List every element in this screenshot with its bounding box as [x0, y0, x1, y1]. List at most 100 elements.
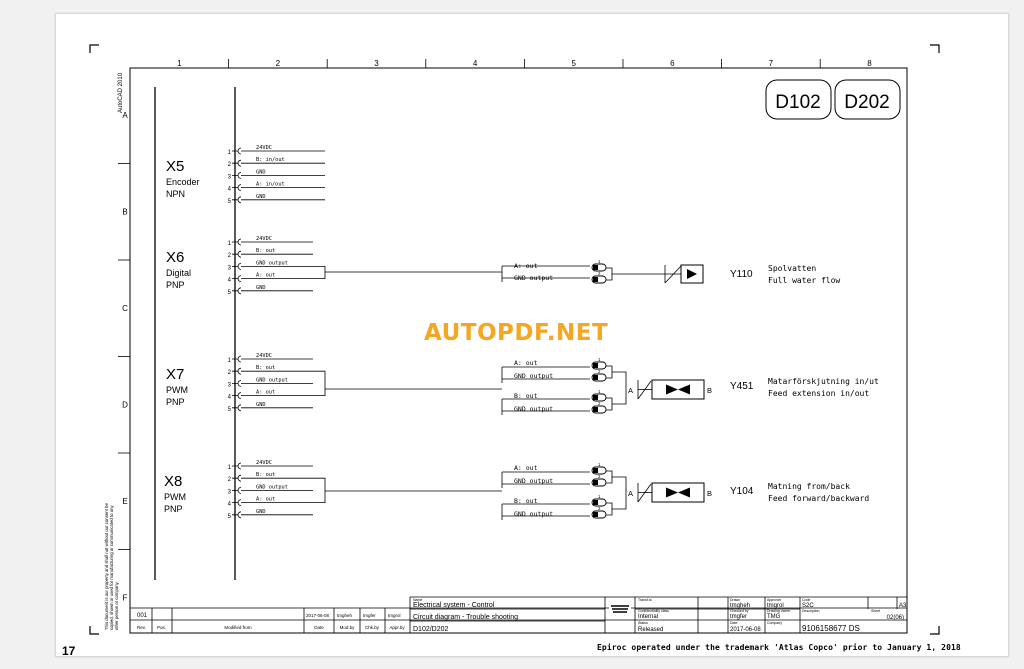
column-label: 7: [769, 59, 774, 68]
pin-number: 1: [228, 150, 232, 156]
coil-slash: [637, 380, 652, 400]
device-wire: [606, 365, 613, 379]
company-caption: Company: [767, 621, 782, 625]
wire-label: A: out: [514, 464, 538, 472]
pin-number: 5: [228, 290, 232, 296]
pin-number: 4: [228, 187, 232, 193]
mod-date: 2017-06-08: [306, 613, 330, 618]
description-caption: Description: [802, 609, 820, 613]
wire-label: B: out: [514, 392, 538, 400]
coil-slash: [664, 265, 682, 284]
output-id: Y451: [730, 381, 754, 392]
revision-number: 001: [137, 613, 148, 619]
plug-pin: [593, 265, 598, 270]
plug-pin-number: 1: [598, 494, 601, 499]
device-wire: [606, 470, 613, 484]
output-desc-sv: Matarförskjutning in/ut: [768, 377, 879, 386]
plug-pin: [593, 468, 598, 473]
coil-b-label: B: [707, 386, 712, 395]
wire-label: GND output: [514, 510, 553, 518]
output-desc-en: Feed forward/backward: [768, 494, 869, 503]
pin-socket-icon: [232, 487, 242, 494]
plug-pin-number: 2: [598, 369, 601, 374]
coil-slash: [637, 483, 652, 503]
output-desc-en: Full water flow: [768, 276, 840, 285]
connector-desc-2: PNP: [164, 504, 183, 514]
pin-socket-icon: [232, 355, 242, 363]
plug-pin-number: 1: [598, 389, 601, 394]
watermark: AUTOPDF.NET: [424, 320, 609, 346]
checked-value: tmgfer: [730, 614, 747, 620]
sheet-tag-d102: D102: [775, 92, 820, 113]
valve-arrow-icon: [687, 269, 697, 279]
wire-label: GND output: [514, 405, 553, 413]
autocad-label: AutoCAD 2010: [118, 72, 124, 113]
connector-id: X6: [166, 249, 184, 266]
row-label: C: [122, 304, 128, 313]
pin-label: GND: [256, 509, 266, 515]
wire-label: A: out: [514, 359, 538, 367]
pin-socket-icon: [232, 367, 242, 375]
pin-number: 1: [228, 465, 232, 471]
transfer-caption: Transf.to: [638, 598, 652, 602]
pin-socket-icon: [232, 287, 242, 295]
approver-caption: Approver: [767, 598, 782, 602]
plug-pin-number: 2: [598, 401, 601, 406]
pin-socket-icon: [232, 238, 242, 246]
connector-desc-2: NPN: [166, 189, 185, 199]
pin-number: 2: [228, 477, 232, 483]
plug-pin-number: 1: [598, 259, 601, 264]
connector-desc-1: PWM: [164, 492, 186, 502]
code-caption: Code: [802, 598, 810, 602]
code-value: S2C: [802, 603, 814, 609]
plug-pin-number: 1: [598, 357, 601, 362]
pin-number: 4: [228, 395, 232, 401]
drawing-name: Electrical system - Control: [413, 602, 495, 609]
output-id: Y104: [730, 486, 754, 497]
sheet-tags: D102 D202: [765, 79, 901, 120]
drawing-owner-caption: Drawing owner: [767, 609, 791, 613]
wire-label: GND output: [514, 274, 553, 282]
pin-number: 5: [228, 514, 232, 520]
pin-label: A: out: [256, 273, 275, 279]
pin-number: 4: [228, 502, 232, 508]
pin-label: B: out: [256, 365, 275, 371]
drawing-owner-value: TMG: [767, 614, 781, 620]
pin-label: GND: [256, 402, 266, 408]
plug-pin-number: 2: [598, 271, 601, 276]
header-pos: Pos.: [157, 625, 166, 630]
coil-a-label: A: [628, 386, 633, 395]
wire-label: B: out: [514, 497, 538, 505]
column-label: 4: [473, 59, 478, 68]
column-label: 1: [177, 59, 182, 68]
drawing-subtitle: Circuit diagram - Trouble shooting: [413, 614, 518, 621]
pin-label: A: in/out: [256, 182, 285, 188]
plug-pin-number: 1: [598, 462, 601, 467]
device-wire: [606, 267, 613, 281]
mod-chk: tmgfer: [363, 613, 376, 618]
plug-pin-number: 2: [598, 506, 601, 511]
output-desc-en: Feed extension in/out: [768, 389, 869, 398]
mod-by: tmgheh: [337, 613, 353, 618]
document-number: 9106158677 DS: [802, 624, 860, 633]
connector-desc-1: Encoder: [166, 177, 200, 187]
pin-socket-icon: [232, 511, 242, 519]
pin-label: 24VDC: [256, 460, 272, 466]
confidentiality-caption: Confidentiality class: [638, 609, 669, 613]
column-label: 8: [867, 59, 872, 68]
output-id: Y110: [730, 269, 753, 280]
pin-label: GND: [256, 169, 266, 175]
drawn-value: tmgheh: [730, 603, 750, 609]
device-wire: [606, 502, 613, 516]
copyright-text: This document is our property and shall …: [104, 503, 119, 630]
pin-label: GND: [256, 285, 266, 291]
